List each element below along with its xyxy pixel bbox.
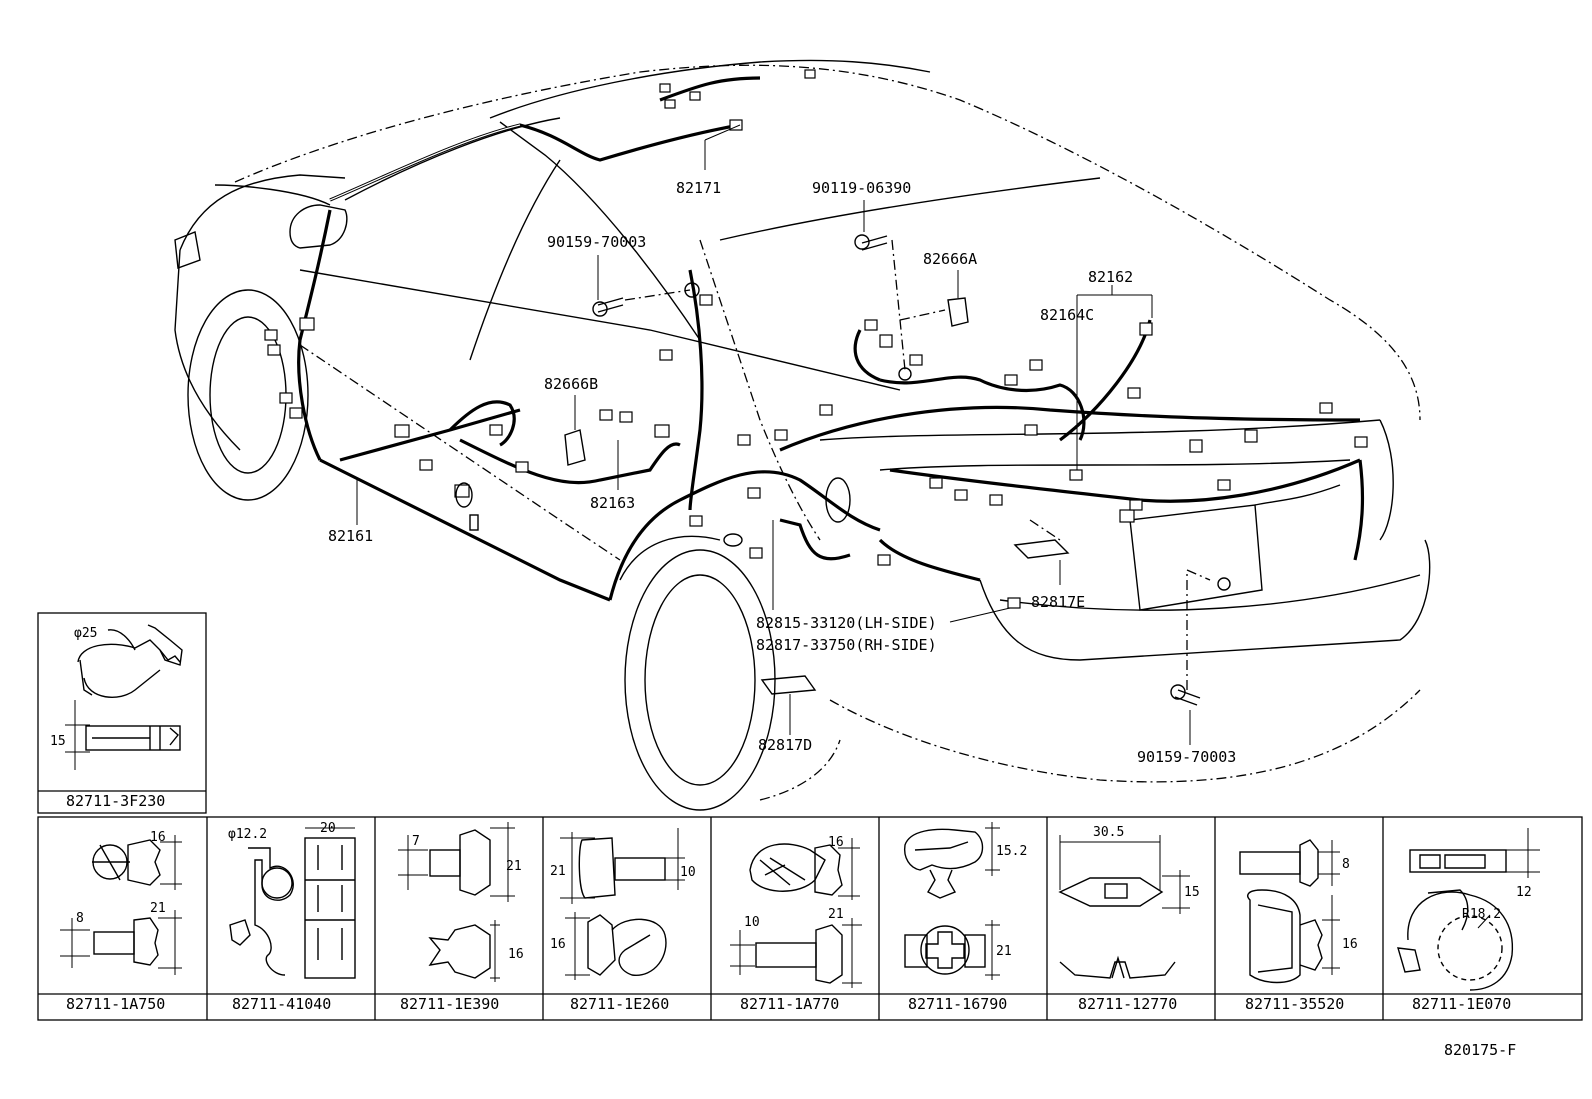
dim-16: 16 xyxy=(508,947,524,962)
82666B-module xyxy=(564,429,586,466)
connectors xyxy=(264,69,1368,609)
dim-21: 21 xyxy=(550,864,566,879)
dim-16: 16 xyxy=(550,937,566,952)
part-82711-1A750: 82711-1A750 xyxy=(66,995,165,1013)
dim-phi25: φ25 xyxy=(74,626,97,641)
dim-7: 7 xyxy=(412,834,420,849)
label-82817-33750: 82817-33750(RH-SIDE) xyxy=(756,636,937,654)
label-82171: 82171 xyxy=(676,179,721,197)
bolt-icon-3 xyxy=(1170,684,1201,706)
label-82815-33120: 82815-33120(LH-SIDE) xyxy=(756,614,937,632)
clip-cell-82711-1A770: 16 10 21 82711-1A770 xyxy=(730,835,862,1013)
diagram-code: 820175-F xyxy=(1444,1041,1516,1059)
dim-8: 8 xyxy=(1342,857,1350,872)
82666A-module xyxy=(947,297,969,327)
label-82163: 82163 xyxy=(590,494,635,512)
clip-cell-82711-41040: φ12.2 20 82711-41040 xyxy=(228,821,356,1013)
bolt-icon-1 xyxy=(592,297,624,317)
part-82711-35520: 82711-35520 xyxy=(1245,995,1344,1013)
dim-phi12-2: φ12.2 xyxy=(228,827,267,842)
dim-10: 10 xyxy=(744,915,760,930)
dim-12: 12 xyxy=(1516,885,1532,900)
rear-wheel xyxy=(619,535,776,811)
dim-15-2: 15.2 xyxy=(996,844,1027,859)
clip-cell-82711-35520: 8 16 82711-35520 xyxy=(1239,839,1358,1013)
dim-20: 20 xyxy=(320,821,336,836)
part-82711-1E260: 82711-1E260 xyxy=(570,995,669,1013)
part-82711-16790: 82711-16790 xyxy=(908,995,1007,1013)
dim-15: 15 xyxy=(1184,885,1200,900)
82817E-pad xyxy=(1013,539,1070,559)
dim-21: 21 xyxy=(996,944,1012,959)
clip-cell-82711-16790: 15.2 21 82711-16790 xyxy=(903,822,1027,1013)
label-82666B: 82666B xyxy=(544,375,598,393)
part-82711-41040: 82711-41040 xyxy=(232,995,331,1013)
dim-21: 21 xyxy=(828,907,844,922)
dim-R18-2: R18.2 xyxy=(1462,907,1501,922)
label-82817D: 82817D xyxy=(758,736,812,754)
dim-21: 21 xyxy=(506,859,522,874)
dim-21: 21 xyxy=(150,901,166,916)
dim-30-5: 30.5 xyxy=(1093,825,1124,840)
part-82711-3F230: 82711-3F230 xyxy=(66,792,165,810)
part-82711-1E390: 82711-1E390 xyxy=(400,995,499,1013)
car-labels: 82171 90119-06390 90159-70003 82666A 821… xyxy=(328,179,1236,766)
dim-16: 16 xyxy=(150,830,166,845)
body-grommets xyxy=(455,282,1231,591)
label-82161: 82161 xyxy=(328,527,373,545)
bolt-icon-2 xyxy=(854,234,888,251)
label-90119-06390: 90119-06390 xyxy=(812,179,911,197)
label-90159-70003-top: 90159-70003 xyxy=(547,233,646,251)
dim-8: 8 xyxy=(76,911,84,926)
clip-cell-82711-12770: 30.5 15 82711-12770 xyxy=(1058,825,1200,1013)
label-82164C: 82164C xyxy=(1040,306,1094,324)
label-90159-70003-bottom: 90159-70003 xyxy=(1137,748,1236,766)
dim-10: 10 xyxy=(680,865,696,880)
car-body-outline xyxy=(174,59,1431,801)
dim-16: 16 xyxy=(828,835,844,850)
part-82711-12770: 82711-12770 xyxy=(1078,995,1177,1013)
leader-lines xyxy=(356,124,1211,745)
wire-harness xyxy=(297,76,1365,602)
clip-cell-82711-1A750: 16 8 21 82711-1A750 xyxy=(60,830,182,1013)
clip-table-row xyxy=(37,816,1583,1021)
clip-cell-82711-3F230: φ25 15 82711-3F230 xyxy=(37,612,207,814)
label-82817E: 82817E xyxy=(1031,593,1085,611)
dim-15: 15 xyxy=(50,734,66,749)
label-82162: 82162 xyxy=(1088,268,1133,286)
label-82666A: 82666A xyxy=(923,250,977,268)
clip-cell-82711-1E260: 21 10 16 82711-1E260 xyxy=(550,828,696,1013)
part-82711-1A770: 82711-1A770 xyxy=(740,995,839,1013)
82817D-pad xyxy=(760,675,817,695)
part-82711-1E070: 82711-1E070 xyxy=(1412,995,1511,1013)
clip-cell-82711-1E390: 7 21 16 82711-1E390 xyxy=(398,822,524,1013)
dim-16: 16 xyxy=(1342,937,1358,952)
clip-cell-82711-1E070: 12 R18.2 82711-1E070 xyxy=(1397,828,1540,1013)
